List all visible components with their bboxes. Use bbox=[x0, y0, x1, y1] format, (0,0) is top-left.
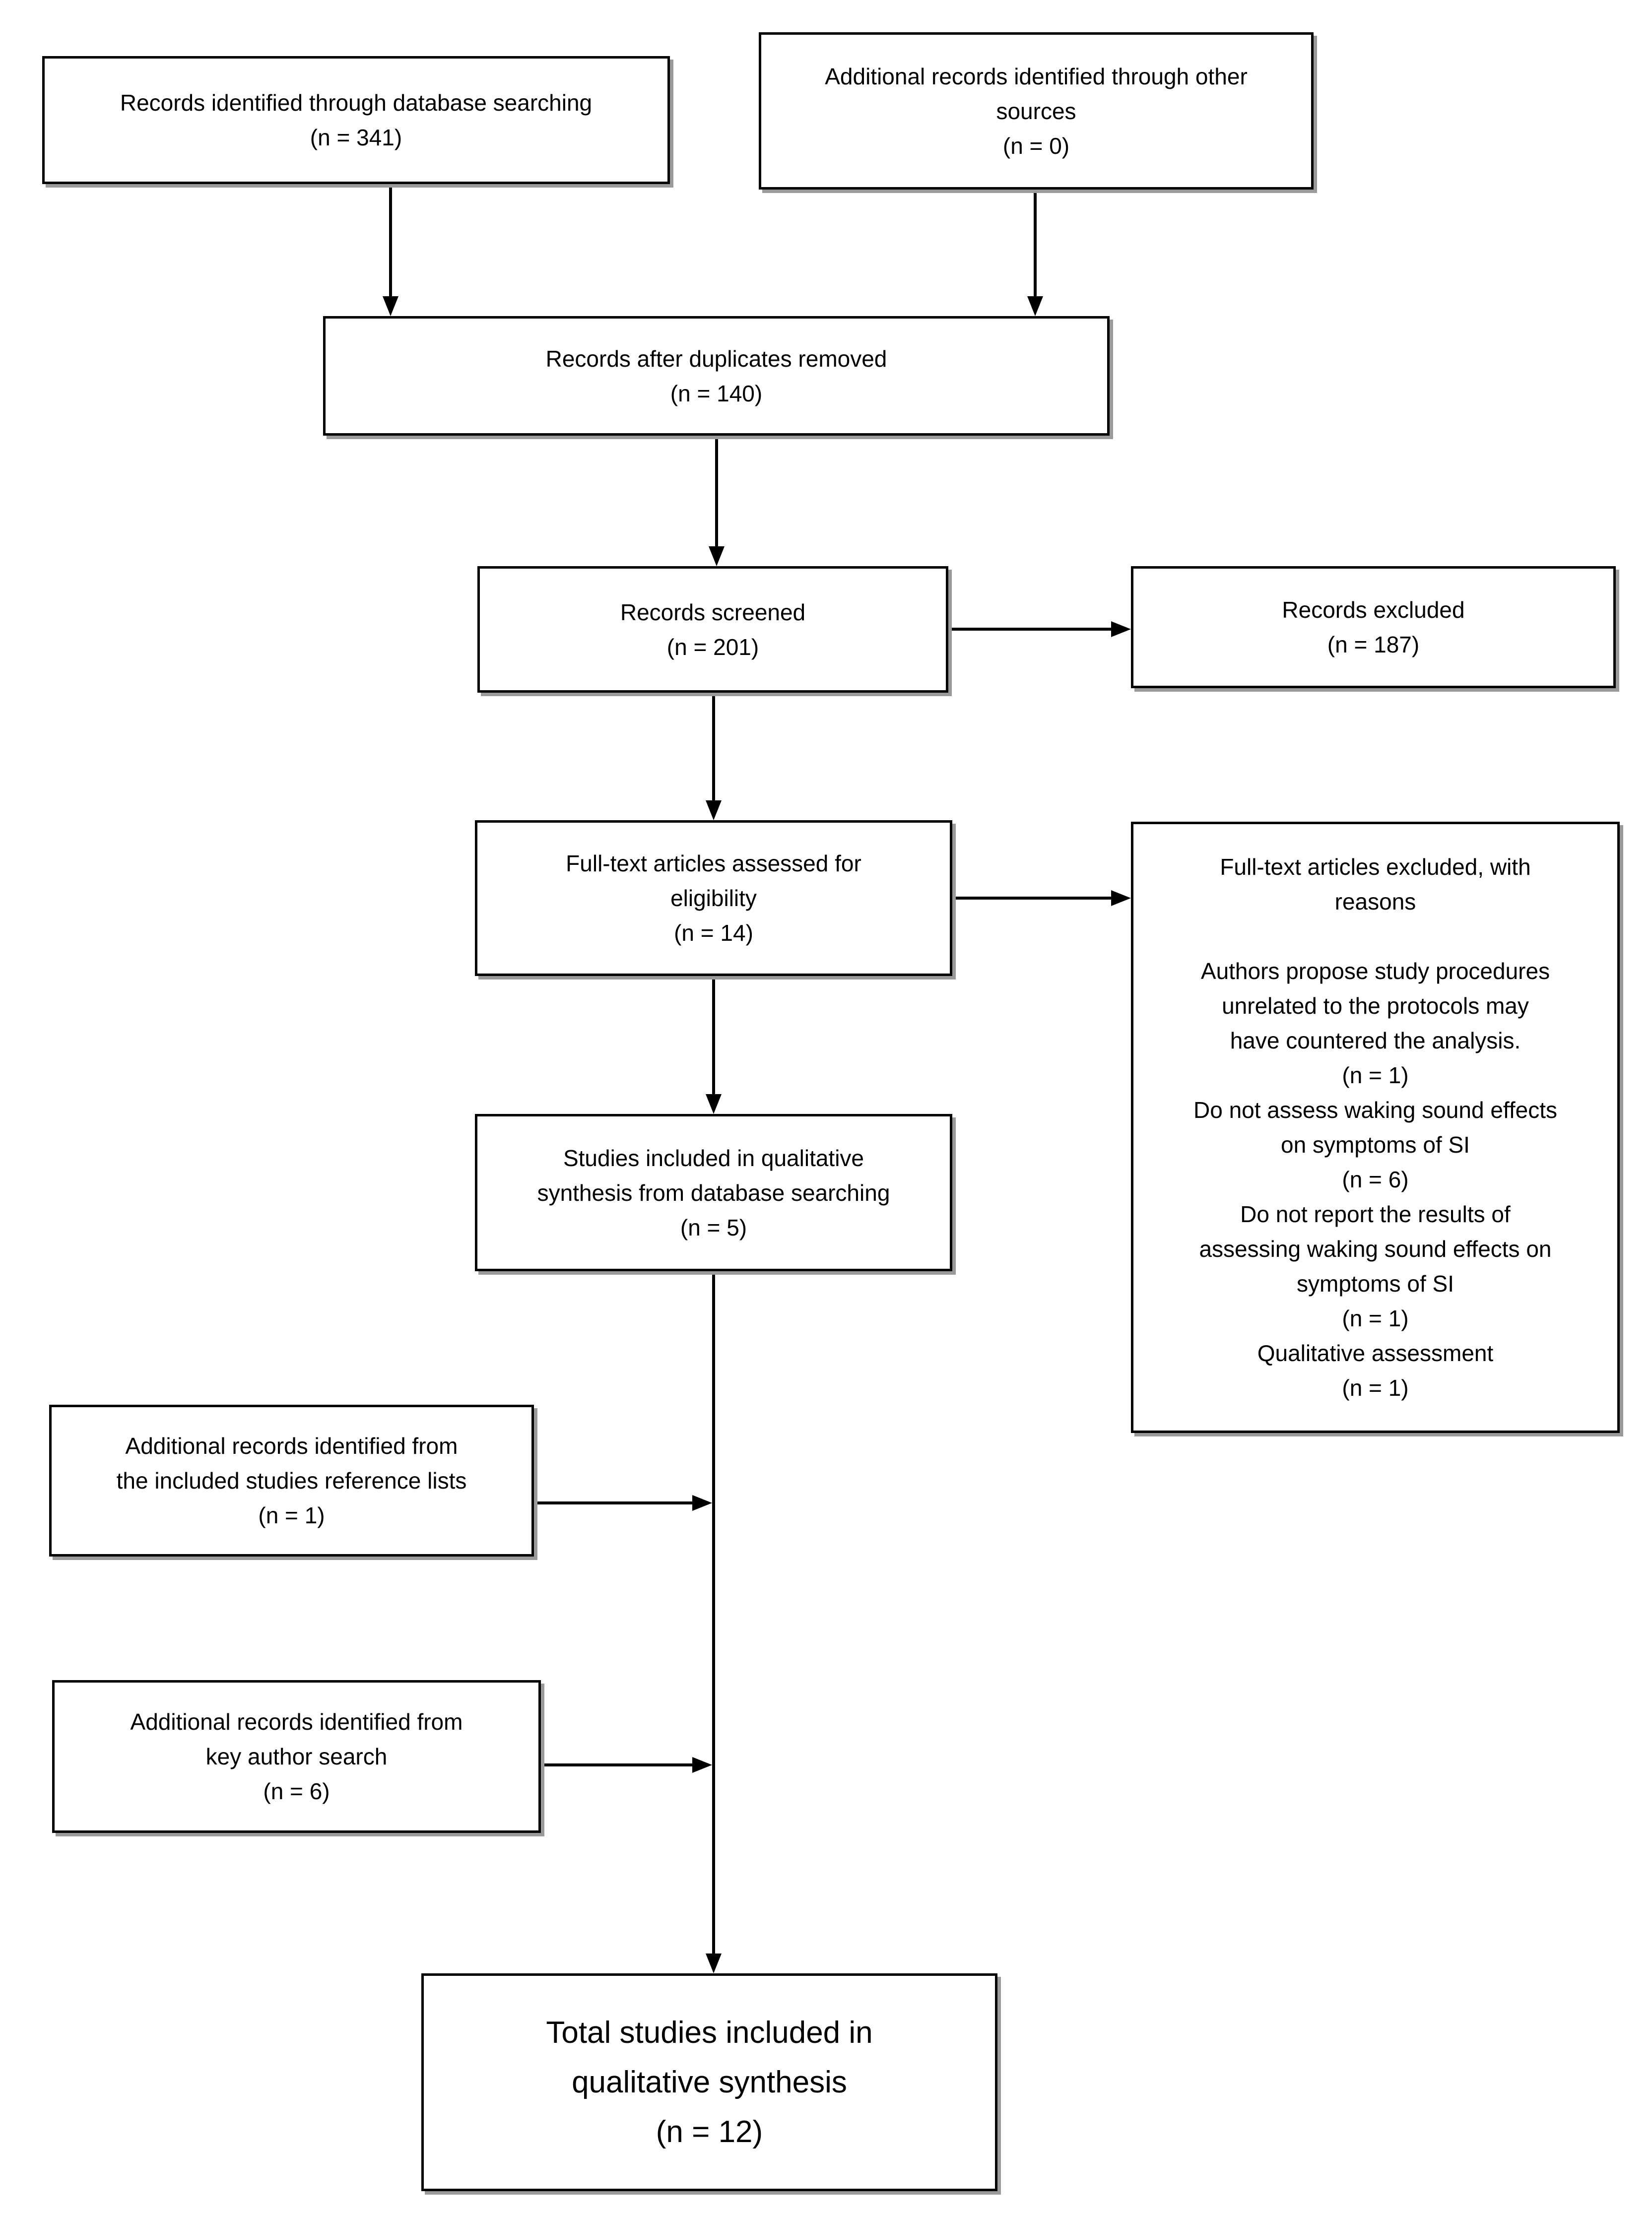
box-fulltext-excluded-reasons: Full-text articles excluded, with reason… bbox=[1131, 822, 1620, 1433]
arrow-screened-to-fulltext bbox=[706, 693, 722, 820]
arrow-qualitative-to-total bbox=[706, 1271, 722, 1973]
box-additional-key-author: Additional records identified from key a… bbox=[52, 1680, 541, 1833]
arrow-othersources-to-duplicates bbox=[1027, 190, 1043, 316]
arrow-duplicates-to-screened bbox=[709, 436, 725, 566]
arrow-fulltext-to-qualitative bbox=[706, 976, 722, 1114]
box-fulltext-assessed: Full-text articles assessed for eligibil… bbox=[475, 820, 952, 976]
box-records-excluded: Records excluded (n = 187) bbox=[1131, 566, 1616, 688]
arrow-keyauthor-to-line bbox=[541, 1757, 712, 1773]
arrow-referencelists-to-line bbox=[534, 1495, 712, 1511]
box-records-identified: Records identified through database sear… bbox=[42, 56, 670, 184]
box-additional-reference-lists: Additional records identified from the i… bbox=[49, 1405, 534, 1557]
arrow-identified-to-duplicates bbox=[383, 184, 398, 316]
arrow-screened-to-excluded bbox=[948, 621, 1131, 637]
box-additional-other-sources: Additional records identified through ot… bbox=[759, 32, 1314, 190]
box-qualitative-db: Studies included in qualitative synthesi… bbox=[475, 1114, 952, 1271]
box-total-included: Total studies included in qualitative sy… bbox=[421, 1973, 997, 2191]
box-after-duplicates: Records after duplicates removed (n = 14… bbox=[323, 316, 1110, 436]
box-records-screened: Records screened (n = 201) bbox=[477, 566, 948, 693]
arrow-fulltext-to-excludedreasons bbox=[952, 890, 1131, 906]
